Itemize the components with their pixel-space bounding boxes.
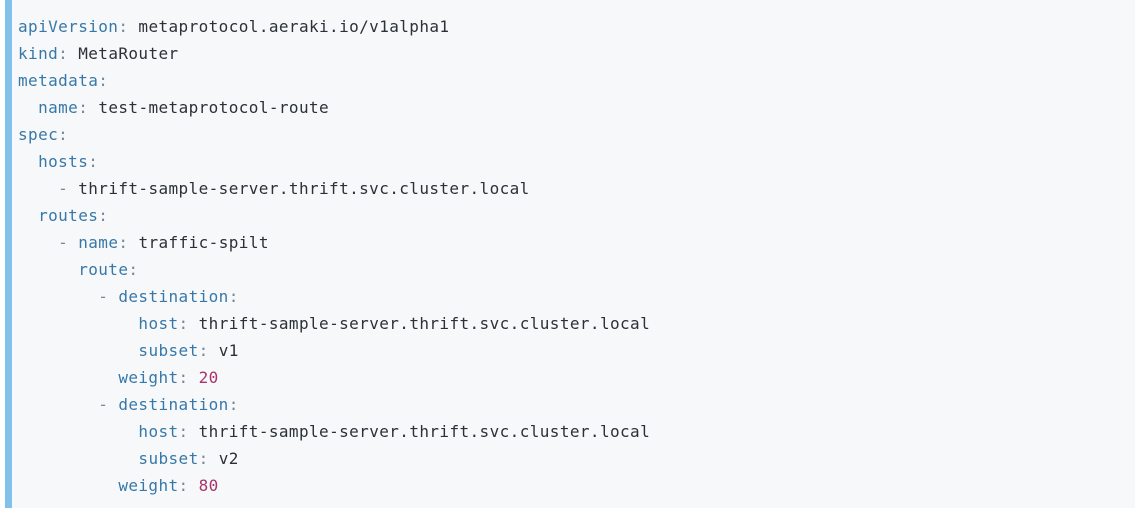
- yaml-key: hosts: [38, 152, 89, 171]
- yaml-key: weight: [118, 368, 179, 387]
- yaml-key: host: [138, 422, 179, 441]
- yaml-key: destination: [118, 287, 229, 306]
- code-line: weight: 20: [18, 364, 1125, 391]
- yaml-value: v2: [218, 449, 239, 468]
- indent-whitespace: [18, 395, 98, 414]
- code-line: name: test-metaprotocol-route: [18, 94, 1125, 121]
- code-line: spec:: [18, 121, 1125, 148]
- indent-whitespace: [18, 368, 118, 387]
- indent-whitespace: [18, 206, 38, 225]
- key-value-space: [189, 368, 199, 387]
- key-value-space: [189, 476, 199, 495]
- yaml-colon: :: [88, 152, 99, 171]
- indent-whitespace: [18, 287, 98, 306]
- key-value-space: [128, 233, 138, 252]
- yaml-key: destination: [118, 395, 229, 414]
- code-line: - name: traffic-spilt: [18, 229, 1125, 256]
- indent-whitespace: [18, 476, 118, 495]
- yaml-colon: :: [98, 206, 109, 225]
- yaml-value: MetaRouter: [78, 44, 179, 63]
- indent-whitespace: [18, 152, 38, 171]
- yaml-key: name: [38, 98, 79, 117]
- code-line: - thrift-sample-server.thrift.svc.cluste…: [18, 175, 1125, 202]
- yaml-key: routes: [38, 206, 99, 225]
- code-line: host: thrift-sample-server.thrift.svc.cl…: [18, 310, 1125, 337]
- yaml-colon: :: [78, 98, 89, 117]
- yaml-colon: :: [198, 341, 209, 360]
- yaml-dash: -: [58, 179, 79, 198]
- code-line: routes:: [18, 202, 1125, 229]
- yaml-colon: :: [228, 395, 239, 414]
- yaml-key: metadata: [18, 71, 99, 90]
- yaml-value: thrift-sample-server.thrift.svc.cluster.…: [198, 422, 651, 441]
- code-line: subset: v2: [18, 445, 1125, 472]
- yaml-value: test-metaprotocol-route: [98, 98, 330, 117]
- indent-whitespace: [18, 314, 138, 333]
- indent-whitespace: [18, 422, 138, 441]
- yaml-key: apiVersion: [18, 17, 119, 36]
- key-value-space: [128, 17, 138, 36]
- yaml-key: weight: [118, 476, 179, 495]
- yaml-colon: :: [178, 476, 189, 495]
- yaml-colon: :: [98, 71, 109, 90]
- yaml-number: 80: [198, 476, 219, 495]
- key-value-space: [209, 341, 219, 360]
- key-value-space: [88, 98, 98, 117]
- yaml-colon: :: [118, 17, 129, 36]
- yaml-value: v1: [218, 341, 239, 360]
- yaml-dash: -: [58, 233, 79, 252]
- code-line: apiVersion: metaprotocol.aeraki.io/v1alp…: [18, 13, 1125, 40]
- yaml-colon: :: [198, 449, 209, 468]
- code-line: subset: v1: [18, 337, 1125, 364]
- key-value-space: [209, 449, 219, 468]
- indent-whitespace: [18, 98, 38, 117]
- yaml-code-block: apiVersion: metaprotocol.aeraki.io/v1alp…: [5, 0, 1135, 508]
- yaml-key: spec: [18, 125, 59, 144]
- indent-whitespace: [18, 260, 78, 279]
- code-line: hosts:: [18, 148, 1125, 175]
- key-value-space: [68, 44, 78, 63]
- yaml-value: thrift-sample-server.thrift.svc.cluster.…: [198, 314, 651, 333]
- yaml-colon: :: [58, 44, 69, 63]
- indent-whitespace: [18, 449, 138, 468]
- yaml-colon: :: [58, 125, 69, 144]
- code-line: - destination:: [18, 283, 1125, 310]
- code-line: kind: MetaRouter: [18, 40, 1125, 67]
- yaml-colon: :: [228, 287, 239, 306]
- yaml-key: host: [138, 314, 179, 333]
- yaml-key: route: [78, 260, 129, 279]
- yaml-value: thrift-sample-server.thrift.svc.cluster.…: [78, 179, 530, 198]
- yaml-number: 20: [198, 368, 219, 387]
- yaml-colon: :: [118, 233, 129, 252]
- key-value-space: [189, 314, 199, 333]
- code-content: apiVersion: metaprotocol.aeraki.io/v1alp…: [18, 13, 1125, 499]
- yaml-key: kind: [18, 44, 59, 63]
- key-value-space: [189, 422, 199, 441]
- yaml-colon: :: [178, 314, 189, 333]
- yaml-colon: :: [178, 368, 189, 387]
- indent-whitespace: [18, 233, 58, 252]
- indent-whitespace: [18, 179, 58, 198]
- yaml-key: name: [78, 233, 119, 252]
- yaml-key: subset: [138, 449, 199, 468]
- code-line: metadata:: [18, 67, 1125, 94]
- yaml-dash: -: [98, 395, 119, 414]
- yaml-dash: -: [98, 287, 119, 306]
- code-line: - destination:: [18, 391, 1125, 418]
- code-line: weight: 80: [18, 472, 1125, 499]
- yaml-value: metaprotocol.aeraki.io/v1alpha1: [138, 17, 450, 36]
- yaml-colon: :: [178, 422, 189, 441]
- yaml-key: subset: [138, 341, 199, 360]
- code-line: host: thrift-sample-server.thrift.svc.cl…: [18, 418, 1125, 445]
- code-line: route:: [18, 256, 1125, 283]
- yaml-value: traffic-spilt: [138, 233, 269, 252]
- yaml-colon: :: [128, 260, 139, 279]
- indent-whitespace: [18, 341, 138, 360]
